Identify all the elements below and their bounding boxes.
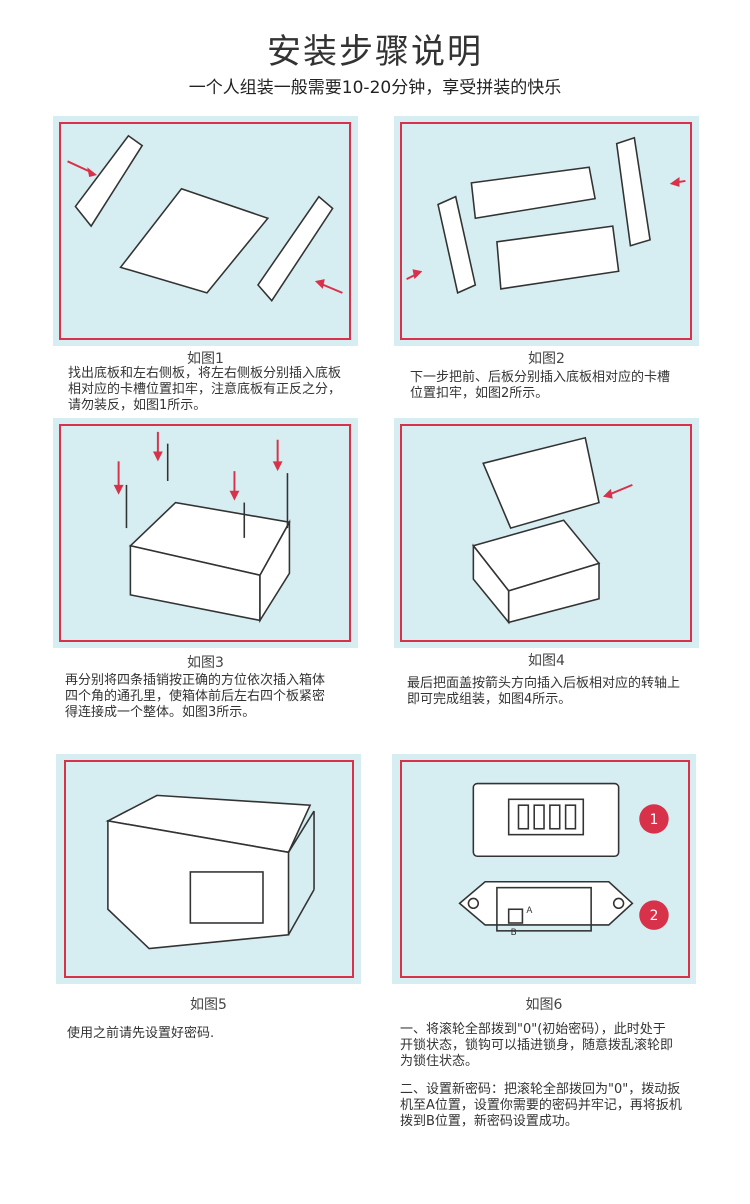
figure-5-line-1: 使用之前请先设置好密码.: [67, 1026, 215, 1041]
figure-6-caption: 如图6: [525, 997, 563, 1013]
figure-5-caption: 如图5: [190, 997, 227, 1013]
page-subtitle: 一个人组装一般需要10-20分钟，享受拼装的快乐: [188, 78, 562, 98]
figure-1-line-1: 找出底板和左右侧板，将左右侧板分别插入底板: [68, 366, 342, 381]
figure-3-caption: 如图3: [187, 655, 224, 671]
figure-4-panel: [394, 418, 699, 648]
figure-6-panel: A B 1 2: [392, 754, 696, 984]
figure-6-line-4: 二、设置新密码：把滚轮全部拨回为"0"，拨动扳: [400, 1082, 681, 1097]
figure-1-panel: [53, 116, 358, 346]
badge-2: 2: [650, 908, 659, 924]
figure-2-frame: [400, 122, 692, 340]
figure-2-illustration: [406, 136, 686, 294]
lock-label-a: A: [526, 906, 532, 916]
figure-3-panel: [53, 418, 358, 648]
figure-3-line-2: 四个角的通孔里，使箱体前后左右四个板紧密: [65, 689, 326, 704]
figure-1-frame: [59, 122, 351, 340]
figure-6-line-5: 机至A位置，设置你需要的密码并牢记，再将扳机: [400, 1098, 682, 1113]
figure-6-line-2: 开锁状态，锁钩可以插进锁身，随意拨乱滚轮即: [400, 1038, 674, 1053]
figure-5-panel: [56, 754, 361, 984]
figure-1-line-3: 请勿装反，如图1所示。: [68, 398, 207, 413]
figure-6-illustration: A B 1 2: [458, 782, 669, 938]
figure-5-illustration: [105, 794, 315, 950]
figure-6-frame: A B 1 2: [400, 760, 690, 978]
figure-6-line-6: 拨到B位置，新密码设置成功。: [400, 1114, 578, 1129]
figure-3-line-3: 得连接成一个整体。如图3所示。: [65, 705, 256, 720]
figure-6-line-1: 一、将滚轮全部拨到"0"(初始密码），此时处于: [400, 1022, 666, 1037]
figure-4-line-1: 最后把面盖按箭头方向插入后板相对应的转轴上: [407, 676, 681, 691]
figure-3-line-1: 再分别将四条插销按正确的方位依次插入箱体: [65, 673, 326, 688]
figure-2-description: 下一步把前、后板分别插入底板相对应的卡槽 位置扣牢，如图2所示。: [410, 370, 710, 402]
figure-6-line-3: 为锁住状态。: [400, 1054, 479, 1069]
figure-1-illustration: [67, 134, 343, 302]
lock-label-b: B: [511, 928, 517, 938]
figure-2-line-2: 位置扣牢，如图2所示。: [410, 386, 549, 401]
figure-5-frame: [64, 760, 354, 978]
page-title: 安装步骤说明: [267, 32, 483, 72]
figure-2-caption: 如图2: [528, 351, 565, 367]
figure-3-frame: [59, 424, 351, 642]
figure-3-description: 再分别将四条插销按正确的方位依次插入箱体 四个角的通孔里，使箱体前后左右四个板紧…: [65, 673, 365, 721]
figure-1-caption: 如图1: [187, 351, 224, 367]
figure-4-frame: [400, 424, 692, 642]
figure-4-caption: 如图4: [528, 653, 565, 669]
figure-1-description: 找出底板和左右侧板，将左右侧板分别插入底板 相对应的卡槽位置扣牢，注意底板有正反…: [68, 366, 368, 414]
figure-6-description-1: 一、将滚轮全部拨到"0"(初始密码），此时处于 开锁状态，锁钩可以插进锁身，随意…: [400, 1022, 710, 1070]
figure-2-line-1: 下一步把前、后板分别插入底板相对应的卡槽: [410, 370, 671, 385]
figure-6-description-2: 二、设置新密码：把滚轮全部拨回为"0"，拨动扳 机至A位置，设置你需要的密码并牢…: [400, 1082, 710, 1130]
figure-4-description: 最后把面盖按箭头方向插入后板相对应的转轴上 即可完成组装，如图4所示。: [407, 676, 717, 708]
figure-4-line-2: 即可完成组装，如图4所示。: [407, 692, 572, 707]
figure-1-line-2: 相对应的卡槽位置扣牢，注意底板有正反之分，: [68, 382, 342, 397]
figure-4-illustration: [472, 436, 633, 625]
figure-3-illustration: [113, 431, 291, 624]
figure-5-description: 使用之前请先设置好密码.: [67, 1026, 367, 1042]
badge-1: 1: [650, 812, 659, 828]
figure-2-panel: [394, 116, 699, 346]
